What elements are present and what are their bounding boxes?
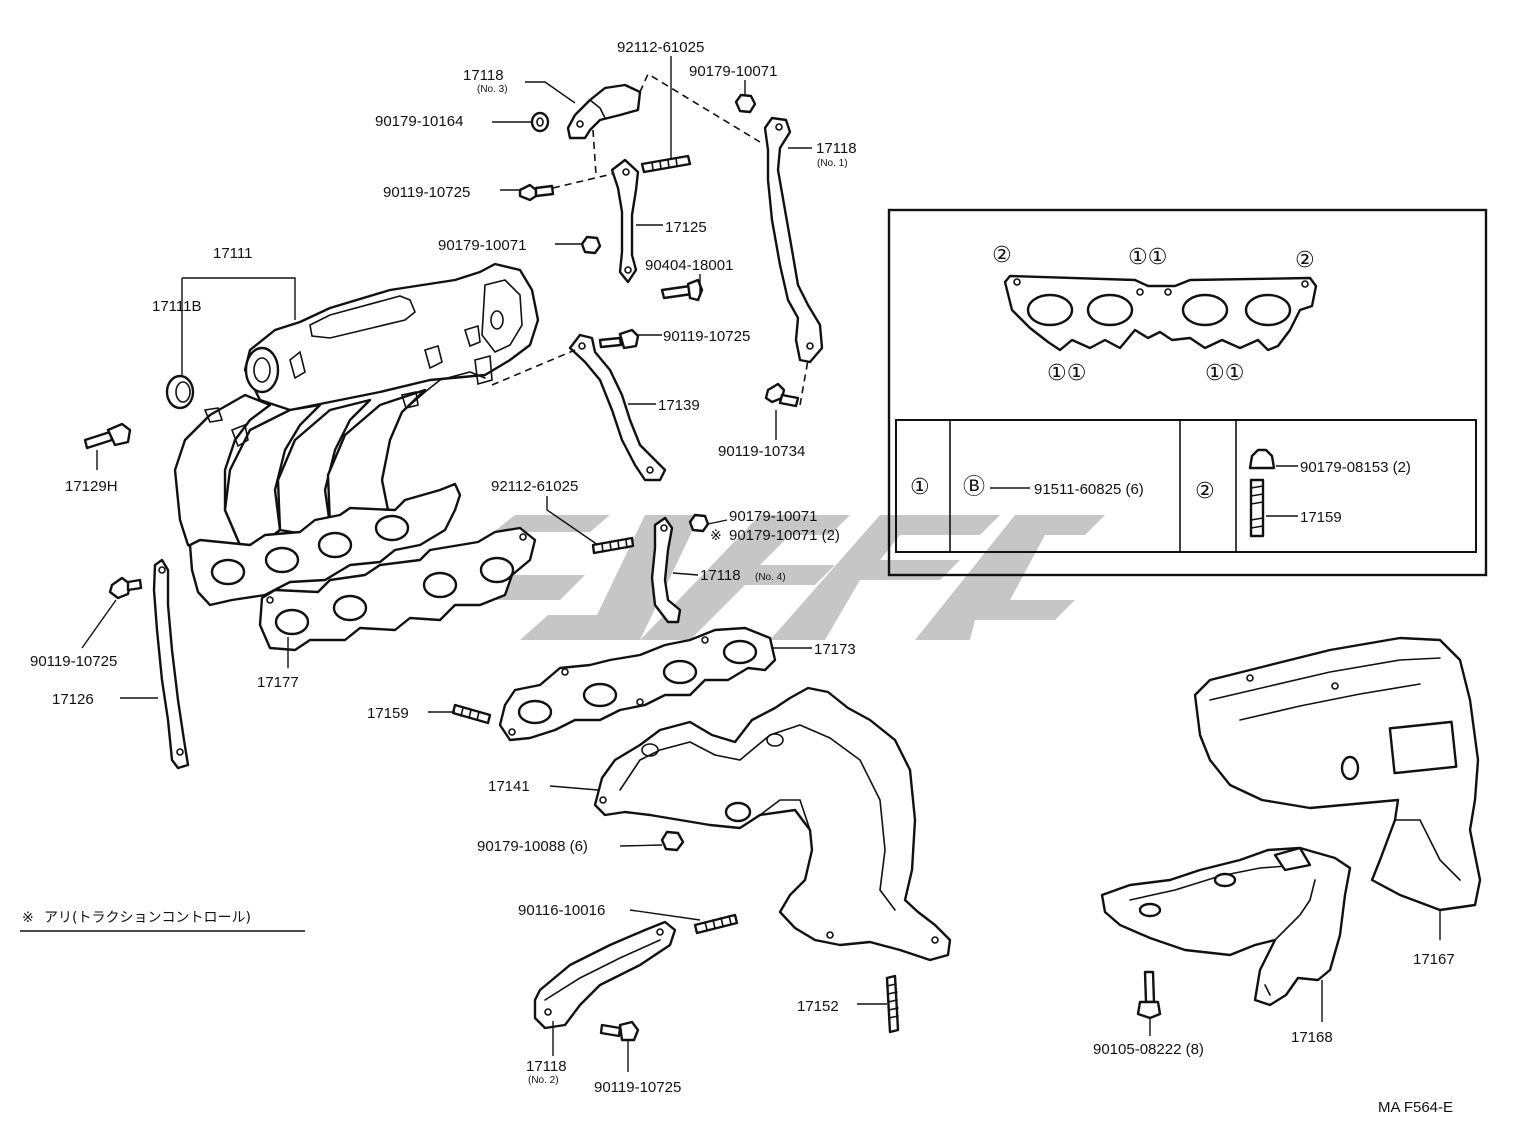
inset-part-91511-60825: 91511-60825 (6) [1034,481,1144,498]
label-17152: 17152 [797,998,839,1015]
label-17118-no1-sub: (No. 1) [817,158,848,169]
inset-stud-icon [1249,478,1265,538]
label-17168: 17168 [1291,1029,1333,1046]
label-90179-10164: 90179-10164 [375,113,463,130]
stud-92112-61025-mid [591,536,635,555]
inset-gasket-drawing [1003,274,1318,352]
stay-17118-no4-drawing [650,516,682,624]
label-90179-10071-b: 90179-10071 [438,237,526,254]
label-17159: 17159 [367,705,409,722]
label-17111: 17111 [213,245,253,262]
label-17118-no4: 17118 [700,567,741,584]
label-90179-10071-c: 90179-10071 [729,508,817,525]
label-17129H: 17129H [65,478,118,495]
label-17177: 17177 [257,674,299,691]
stay-17139-drawing [568,333,667,482]
label-90179-10088: 90179-10088 (6) [477,838,588,855]
inset-mark-11-bottom-left: ①① [1047,361,1086,386]
bolt-90404-18001 [660,278,704,302]
heat-insulator-upper-drawing [1193,636,1482,912]
bolt-90119-10725-b [598,328,640,350]
label-90119-10725-c: 90119-10725 [30,653,117,670]
inset-row-mark-2: ② [1195,479,1215,504]
nut-90179-10164 [530,111,550,133]
label-17118-no3: 17118 [463,67,504,84]
label-90119-10734: 90119-10734 [718,443,805,460]
label-90105-08222: 90105-08222 (8) [1093,1041,1204,1058]
nut-90179-10071-b [580,235,602,255]
label-17118-no1: 17118 [816,140,857,157]
inset-part-17159: 17159 [1300,509,1342,526]
bracket-17118-no3-drawing [566,83,642,140]
label-90179-10071-2: 90179-10071 (2) [729,527,840,544]
stud-92112-61025-top [640,154,692,174]
inset-part-90179-08153: 90179-08153 (2) [1300,459,1411,476]
inset-mark-2-right: ② [1295,248,1315,273]
label-92112-61025-mid: 92112-61025 [491,478,578,495]
label-17125: 17125 [665,219,707,236]
exhaust-manifold-drawing [593,686,952,962]
nut-90179-10088 [660,830,685,852]
stay-17126-drawing [152,558,190,770]
exhaust-gasket-drawing [498,626,777,742]
bracket-17118-no2-drawing [533,920,677,1030]
bolt-90119-10725-a [518,183,555,202]
stud-90116-10016 [693,913,739,935]
label-17118-no3-sub: (No. 3) [477,84,508,95]
label-17111B: 17111B [152,298,202,315]
label-92112-61025-top: 92112-61025 [617,39,704,56]
label-90404-18001: 90404-18001 [645,257,733,274]
heat-insulator-lower-drawing [1100,846,1352,1007]
label-90119-10725-a: 90119-10725 [383,184,470,201]
inset-mark-11-top: ①① [1128,245,1167,270]
bolt-90119-10725-d [599,1020,640,1042]
asterisk-mark: ※ [710,528,722,544]
label-17167: 17167 [1413,951,1455,968]
stay-17118-no1-drawing [763,116,824,364]
label-17173: 17173 [814,641,856,658]
stud-17159 [451,703,492,725]
intake-gasket-drawing [258,526,537,652]
bolt-90105-08222 [1136,970,1162,1020]
bolt-90119-10725-c [108,576,143,600]
stud-17152 [885,974,900,1034]
label-17118-no4-sub: (No. 4) [755,572,786,583]
bolt-90119-10734 [764,382,800,408]
watermark-logo [452,515,1105,640]
label-17126: 17126 [52,691,94,708]
label-17139: 17139 [658,397,700,414]
label-17141: 17141 [488,778,530,795]
note-traction-control: アリ(トラクションコントロール) [44,910,251,926]
intake-manifold-drawing [173,262,540,607]
label-17118-no2-sub: (No. 2) [528,1075,559,1086]
label-90119-10725-b: 90119-10725 [663,328,750,345]
nut-90179-10071-top [734,93,757,114]
gasket-inset-box: ② ② ①① ①① ①① ① Ⓑ 91511-60825 (6) ② 90179… [887,208,1488,577]
seal-ring-17111B [165,374,195,410]
stay-17125-drawing [610,158,640,284]
inset-nut-icon [1248,448,1276,470]
label-90179-10071-top: 90179-10071 [689,63,777,80]
diagram-code: MA F564-E [1378,1099,1453,1116]
inset-mark-11-bottom-right: ①① [1205,361,1244,386]
note-mark: ※ [22,910,34,926]
nut-90179-10071-c [688,513,710,533]
inset-bolt-b-mark: Ⓑ [963,475,985,500]
label-90116-10016: 90116-10016 [518,902,605,919]
label-17118-no2: 17118 [526,1058,567,1075]
inset-row-mark-1: ① [910,475,930,500]
bolt-17129H [83,422,132,450]
label-90119-10725-d: 90119-10725 [594,1079,681,1096]
inset-mark-2-left: ② [992,243,1012,268]
